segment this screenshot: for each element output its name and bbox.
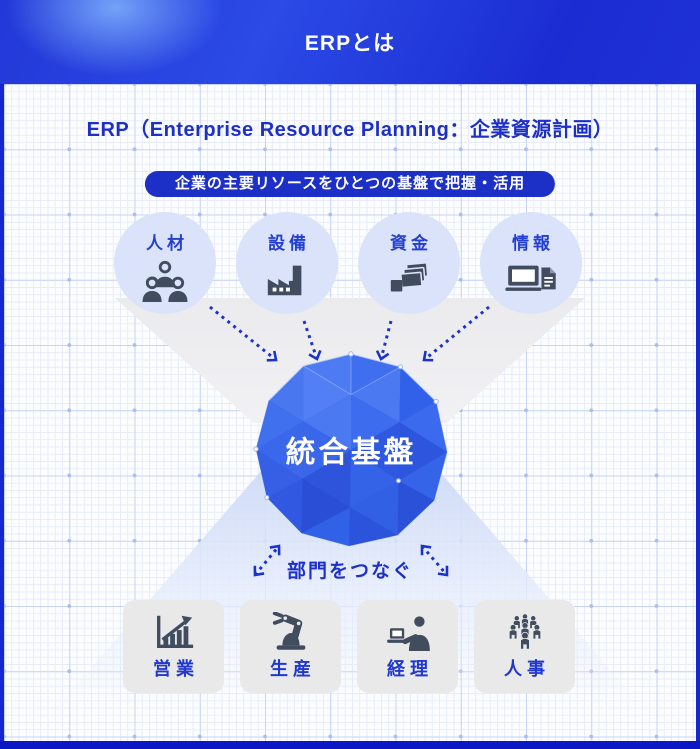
page-title: ERPとは bbox=[304, 32, 396, 55]
connect-label: 部門をつなぐ bbox=[286, 561, 413, 582]
integrated-platform-sphere: 統合基盤 bbox=[252, 350, 450, 552]
arrow-joho-to-core bbox=[422, 305, 490, 362]
resource-circle-jinzai: 人材 bbox=[114, 212, 216, 314]
summary-banner: 企業の主要リソースをひとつの基盤で把握・活用 bbox=[144, 171, 556, 197]
department-label: 営業 bbox=[153, 659, 199, 679]
department-card-keiri: 経理 bbox=[357, 600, 458, 693]
resource-circle-shikin: 資金 bbox=[358, 212, 460, 314]
department-card-seisan: 生産 bbox=[240, 600, 341, 693]
department-label: 生産 bbox=[270, 659, 316, 679]
resource-circle-joho: 情報 bbox=[480, 212, 582, 314]
resource-label: 資金 bbox=[390, 234, 432, 253]
resource-label: 設備 bbox=[268, 234, 310, 253]
resource-label: 情報 bbox=[512, 234, 554, 253]
factory-icon bbox=[236, 259, 338, 299]
people-group-icon bbox=[114, 259, 216, 303]
frame-border-right bbox=[696, 84, 700, 749]
frame-border-left bbox=[0, 84, 4, 749]
diagram-canvas: ERP（Enterprise Resource Planning：企業資源計画）… bbox=[4, 84, 696, 741]
connect-arrow-left bbox=[253, 544, 281, 577]
header-banner: ERPとは bbox=[0, 0, 700, 84]
connect-arrow-right bbox=[420, 544, 449, 577]
hr-people-icon bbox=[474, 611, 575, 653]
laptop-document-icon bbox=[480, 259, 582, 297]
department-label: 経理 bbox=[387, 659, 433, 679]
resource-label: 人材 bbox=[146, 234, 188, 253]
accounting-person-icon bbox=[357, 611, 458, 653]
money-stack-icon bbox=[358, 259, 460, 299]
department-card-eigyo: 営業 bbox=[123, 600, 224, 693]
department-label: 人事 bbox=[504, 659, 550, 679]
robot-arm-icon bbox=[240, 611, 341, 653]
sales-chart-icon bbox=[123, 611, 224, 653]
department-card-jinji: 人事 bbox=[474, 600, 575, 693]
core-label: 統合基盤 bbox=[286, 435, 417, 469]
arrow-shikin-to-core bbox=[375, 320, 393, 361]
frame-border-bottom bbox=[0, 741, 700, 749]
resource-circle-setsubi: 設備 bbox=[236, 212, 338, 314]
diagram-title: ERP（Enterprise Resource Planning：企業資源計画） bbox=[86, 119, 614, 141]
flow-arrows bbox=[209, 305, 490, 577]
